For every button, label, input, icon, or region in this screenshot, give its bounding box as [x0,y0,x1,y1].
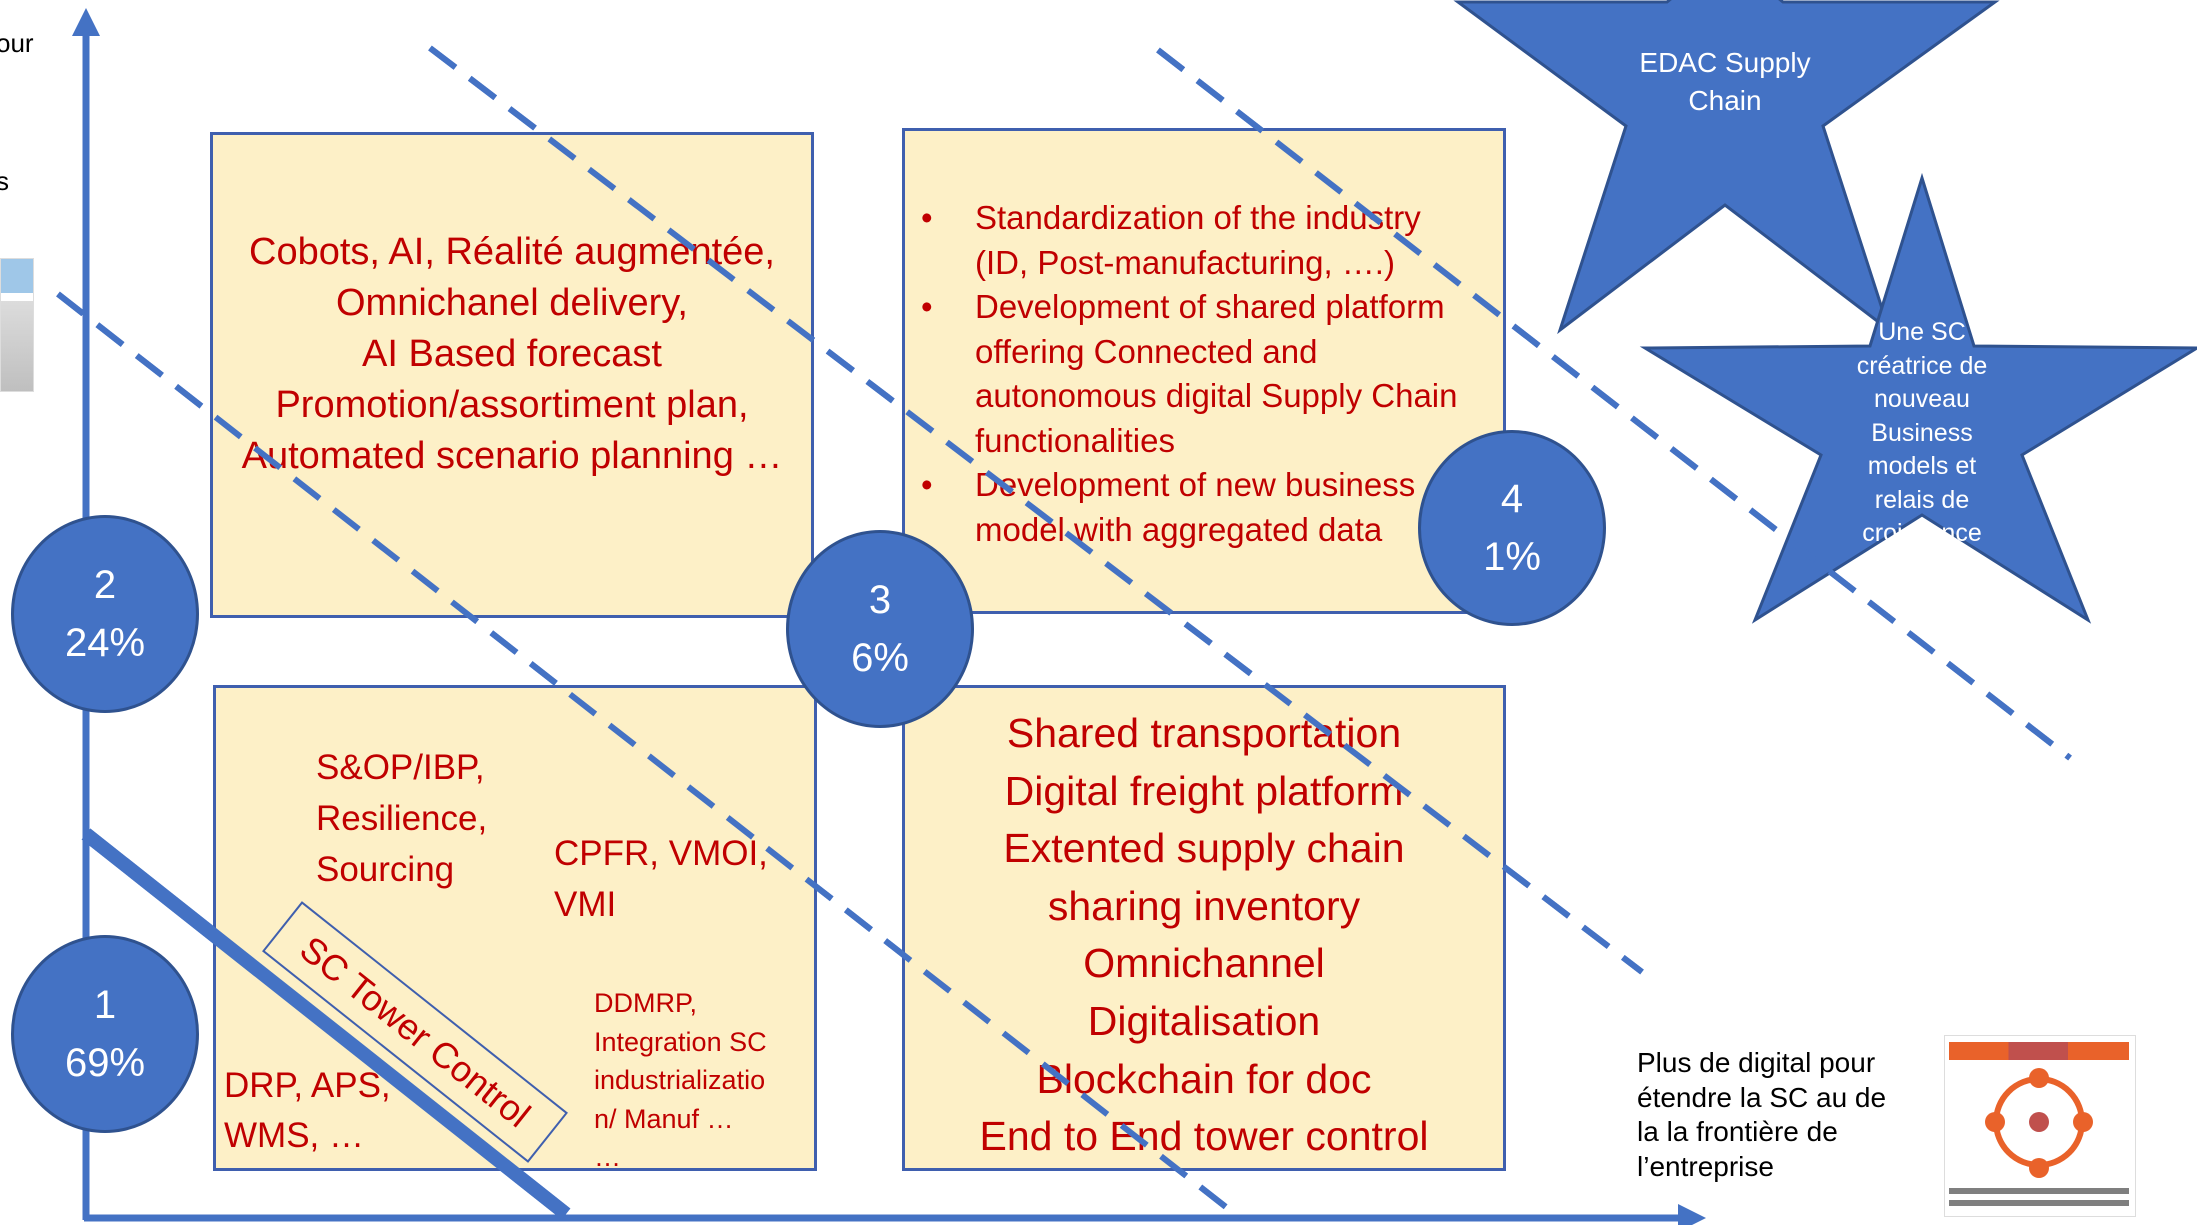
circle-number: 4 [1500,477,1524,521]
q3-line: Blockchain for doc [1036,1055,1372,1102]
circle-percent: 69% [64,1041,146,1085]
q4-bullet: Standardization of the industry (ID, Pos… [905,196,1457,285]
q4-bullet: Development of shared platform offering … [905,285,1457,463]
q1-line: VMI [554,885,617,924]
une-sc-star-line: Business [1871,418,1973,447]
circle-number: 2 [93,563,117,607]
quadrant-1-box: S&OP/IBP, Resilience, Sourcing CPFR, VMO… [213,685,817,1172]
quadrant-2-text: Cobots, AI, Réalité augmentée, Omnichane… [213,227,811,482]
q1-line: WMS, … [224,1116,364,1155]
q4-line: autonomous digital Supply Chain [975,377,1458,414]
circle-level-2: 2 24% [11,515,199,713]
caption-line: la la frontière de [1637,1116,1838,1147]
caption-line: étendre la SC au de [1637,1081,1887,1113]
q3-line: Shared transportation [1006,710,1402,756]
q2-line: AI Based forecast [362,333,662,375]
q2-line: Automated scenario planning … [241,435,783,477]
q1-line: Resilience, [316,799,488,838]
quadrant-2-box: Cobots, AI, Réalité augmentée, Omnichane… [210,132,814,618]
q4-line: functionalities [975,421,1175,459]
circle-number: 3 [868,578,892,622]
q1-line: Integration SC [594,1026,767,1057]
q2-line: Cobots, AI, Réalité augmentée, [249,231,775,273]
une-sc-star-line: models et [1867,452,1977,480]
mini-diagram-thumbnail [1944,1035,2136,1217]
quadrant-4-bullets: Standardization of the industry (ID, Pos… [905,196,1457,552]
une-sc-star-line: croissance [1862,519,1982,546]
une-sc-star-line: nouveau [1874,385,1970,413]
y-axis-arrowhead [72,8,100,36]
q3-line: Digital freight platform [1004,767,1404,814]
q2-line: Omnichanel delivery, [335,282,688,324]
q2-line: Promotion/assortiment plan, [275,384,749,426]
left-edge-fragment-1: our [0,28,34,58]
q1-line: S&OP/IBP, [316,748,485,787]
circle-number: 1 [93,983,117,1027]
caption-text: Plus de digital pour étendre la SC au de… [1637,1046,1886,1184]
quadrant-4-box: Standardization of the industry (ID, Pos… [902,128,1506,614]
une-sc-star-line: créatrice de [1856,351,1988,380]
q1-line: … [594,1142,621,1172]
frontier-line-1-overlay [56,291,1242,1221]
x-axis-arrowhead [1678,1204,1706,1225]
q4-line: Development of new business [975,466,1416,503]
left-edge-thumbnail [0,258,34,392]
circle-level-3: 3 6% [786,530,974,728]
frontier-line-3-overlay [1156,47,2072,761]
edac-star-shape [1453,0,2000,335]
q1-line: Sourcing [316,850,455,889]
q3-line: Digitalisation [1087,997,1321,1044]
q4-line: offering Connected and [975,332,1318,370]
edac-star-label: EDAC Supply Chain [1585,44,1865,120]
q1-group-sop: S&OP/IBP, Resilience, Sourcing [316,742,487,895]
left-edge-fragment-2: s [0,166,9,196]
circle-percent: 6% [851,636,909,680]
q4-line: (ID, Post-manufacturing, ….) [975,243,1395,281]
q1-line: CPFR, VMOI, [554,834,768,873]
q1-line: DRP, APS, [224,1066,391,1105]
q4-line: Development of shared platform [975,288,1445,325]
sc-tower-diagonal-overlay [81,828,571,1220]
circle-level-1: 1 69% [11,935,199,1133]
q1-line: DDMRP, [594,988,698,1018]
frontier-line-2-overlay [428,45,1644,975]
une-sc-star-shape [1639,172,2197,624]
edac-star-line: EDAC Supply [1639,47,1811,78]
q1-group-cpfr: CPFR, VMOI, VMI [554,828,768,930]
quadrant-3-box: Shared transportation Digital freight pl… [902,685,1506,1171]
circle-level-4: 4 1% [1418,430,1606,626]
une-sc-star-line: relais de [1874,485,1970,514]
une-sc-star-line: Une SC [1878,318,1966,346]
circle-percent: 24% [64,621,146,665]
q3-line: Extented supply chain [1003,825,1405,872]
quadrant-3-text: Shared transportation Digital freight pl… [905,705,1503,1166]
edac-star-line: Chain [1688,85,1762,116]
q4-line: Standardization of the industry [975,199,1421,236]
q1-group-drp: DRP, APS, WMS, … [224,1061,391,1161]
caption-line: l’entreprise [1637,1150,1774,1182]
q3-line: sharing inventory [1047,882,1361,929]
q1-line: n/ Manuf … [594,1103,734,1134]
q3-line: Omnichannel [1083,940,1325,987]
circle-percent: 1% [1483,535,1541,579]
q4-bullet: Development of new business model with a… [905,463,1457,552]
q1-line: industrializatio [594,1065,766,1095]
caption-line: Plus de digital pour [1637,1047,1876,1078]
une-sc-star-label: Une SC créatrice de nouveau Business mod… [1822,316,2022,546]
q3-line: End to End tower control [979,1113,1429,1160]
q1-group-ddmrp: DDMRP, Integration SC industrializatio n… [594,984,767,1177]
